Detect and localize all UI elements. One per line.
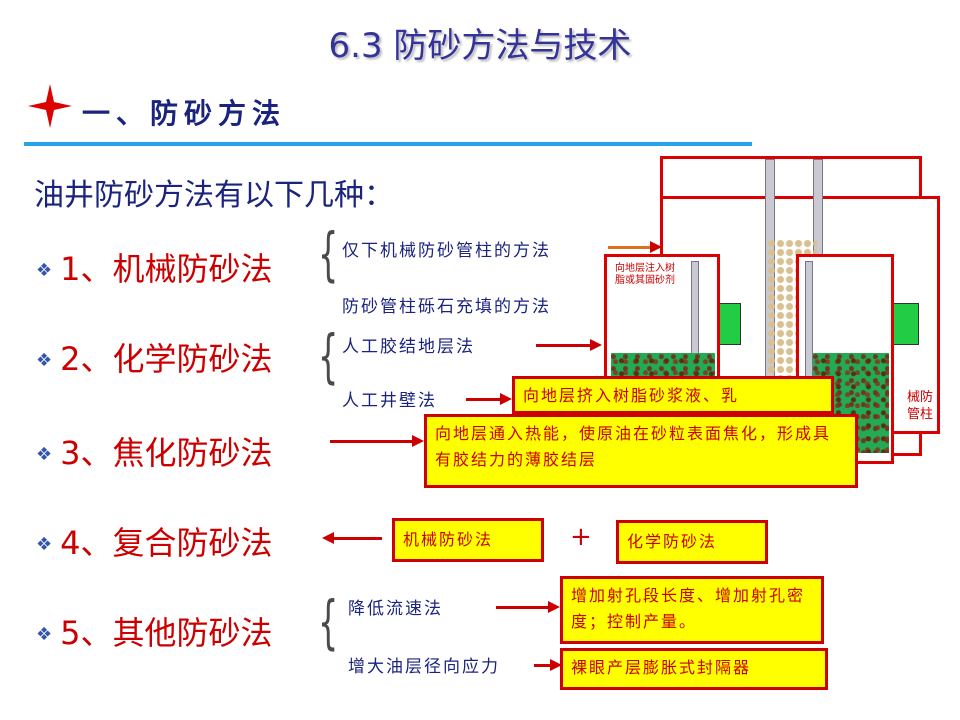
diagram-tool-label: 械防管柱 [907, 390, 934, 422]
diamond-bullet-icon: ❖ [36, 624, 53, 645]
method-5-note-1: 增加射孔段长度、增加射孔密度；控制产量。 [560, 576, 824, 644]
method-5-note-2: 裸眼产层膨胀式封隔器 [560, 648, 828, 690]
method-3: ❖3、焦化防砂法 [36, 434, 273, 472]
method-5: ❖5、其他防砂法 [36, 614, 273, 652]
method-5-sub-2: 增大油层径向应力 [348, 657, 500, 677]
method-1-sub-1: 仅下机械防砂管柱的方法 [342, 241, 551, 261]
divider [24, 142, 752, 146]
method-4: ❖4、复合防砂法 [36, 524, 273, 562]
arrow-icon [536, 339, 602, 351]
diamond-bullet-icon: ❖ [36, 534, 53, 555]
arrow-icon [608, 241, 662, 253]
star-icon [28, 84, 72, 128]
arrow-icon [330, 435, 424, 447]
arrow-left-icon [322, 532, 382, 544]
method-1: ❖1、机械防砂法 [36, 250, 273, 288]
method-4-part-1: 机械防砂法 [392, 518, 544, 562]
brace-icon: { [318, 322, 339, 390]
method-4-part-2: 化学防砂法 [616, 520, 768, 564]
diamond-bullet-icon: ❖ [36, 260, 53, 281]
method-2-note: 向地层挤入树脂砂浆液、乳 [512, 376, 834, 414]
arrow-icon [466, 393, 512, 405]
arrow-icon [496, 601, 560, 613]
diamond-bullet-icon: ❖ [36, 444, 53, 465]
method-2: ❖2、化学防砂法 [36, 340, 273, 378]
slide-title: 6.3 防砂方法与技术 [328, 26, 632, 66]
method-5-sub-1: 降低流速法 [348, 599, 443, 619]
plus-sign: + [570, 522, 592, 552]
method-2-sub-2: 人工井壁法 [342, 391, 437, 411]
diagram-inject-label: 向地层注入树脂或其固砂剂 [615, 263, 675, 286]
method-1-sub-2: 防砂管柱砾石充填的方法 [342, 297, 551, 317]
method-2-sub-1: 人工胶结地层法 [342, 337, 475, 357]
intro-text: 油井防砂方法有以下几种： [34, 178, 394, 213]
brace-icon: { [318, 220, 339, 288]
brace-icon: { [318, 588, 339, 656]
diamond-bullet-icon: ❖ [36, 350, 53, 371]
arrow-icon [534, 659, 562, 671]
method-3-note: 向地层通入热能，使原油在砂粒表面焦化，形成具有胶结力的薄胶结层 [424, 414, 858, 488]
section-heading: 一、防砂方法 [82, 97, 287, 130]
